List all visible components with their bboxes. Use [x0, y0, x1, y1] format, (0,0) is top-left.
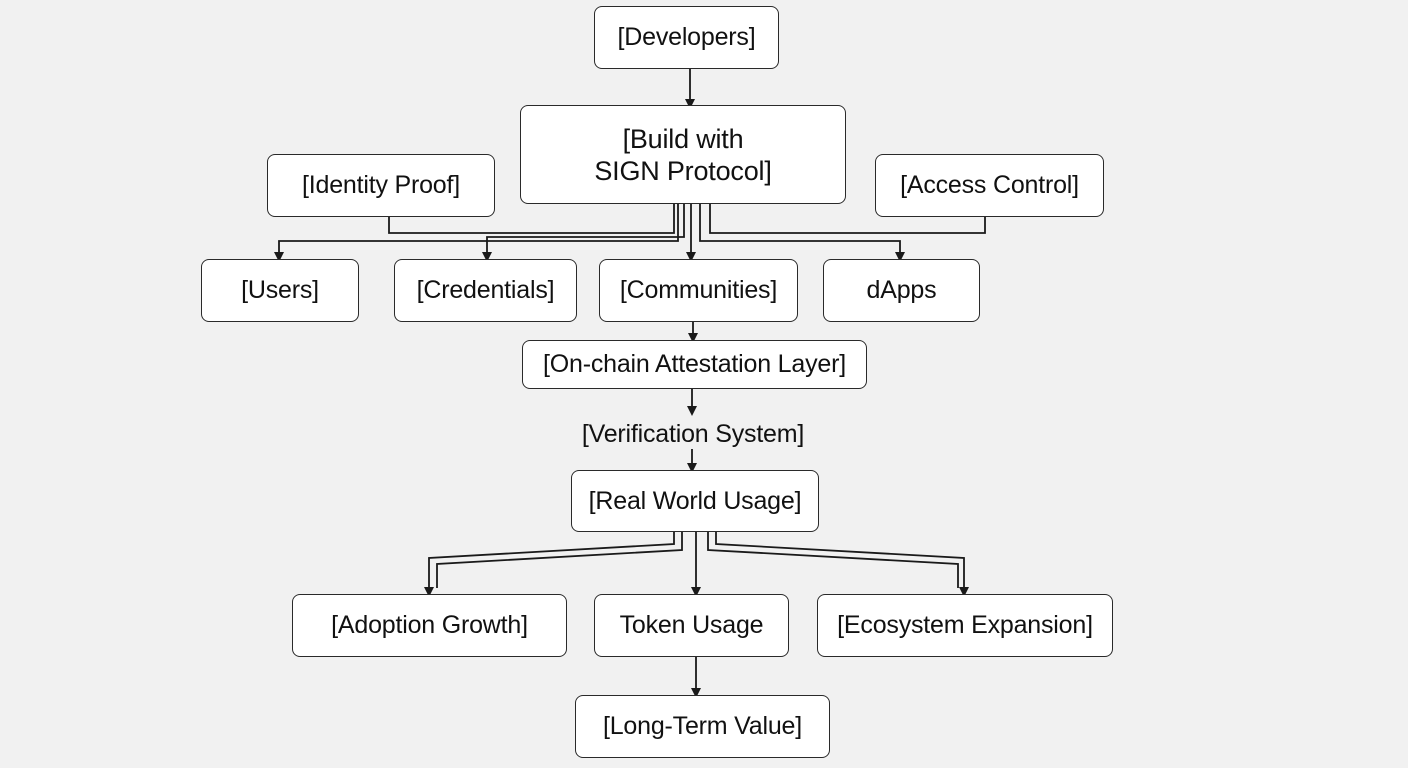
node-long-term-value-label: [Long-Term Value] [602, 712, 803, 740]
connector-access-control [709, 204, 986, 234]
node-build-label-line2: SIGN Protocol] [594, 155, 772, 186]
node-adoption-growth: [Adoption Growth] [292, 594, 567, 657]
node-ecosystem-expansion: [Ecosystem Expansion] [817, 594, 1113, 657]
node-identity-proof: [Identity Proof] [267, 154, 495, 217]
node-on-chain-attestation-layer: [On-chain Attestation Layer] [522, 340, 867, 389]
node-adoption-growth-label: [Adoption Growth] [331, 611, 528, 639]
arrow-usage-to-ecosystem-a [707, 532, 959, 588]
connector-identity-proof [388, 204, 675, 234]
arrow-build-to-credentials [482, 204, 685, 262]
node-long-term-value: [Long-Term Value] [575, 695, 830, 758]
node-token-usage: Token Usage [594, 594, 789, 657]
node-credentials-label: [Credentials] [416, 276, 555, 304]
label-verification-system: [Verification System] [569, 419, 817, 449]
arrow-usage-to-adoption-a [424, 532, 675, 597]
node-real-world-usage-label: [Real World Usage] [588, 486, 802, 515]
node-attestation-label: [On-chain Attestation Layer] [543, 350, 846, 378]
node-access-control: [Access Control] [875, 154, 1104, 217]
node-identity-proof-label: [Identity Proof] [302, 171, 460, 199]
node-developers: [Developers] [594, 6, 779, 69]
arrow-usage-to-adoption-b [436, 532, 683, 588]
node-communities-label: [Communities] [619, 276, 778, 304]
node-communities: [Communities] [599, 259, 798, 322]
node-dapps: dApps [823, 259, 980, 322]
node-access-control-label: [Access Control] [900, 171, 1079, 199]
arrow-build-to-dapps [699, 204, 905, 262]
arrow-usage-to-ecosystem-b [715, 532, 969, 597]
node-build-label-line1: [Build with [622, 123, 744, 154]
node-users: [Users] [201, 259, 359, 322]
node-credentials: [Credentials] [394, 259, 577, 322]
node-build-with-sign-protocol: [Build with SIGN Protocol] [520, 105, 846, 204]
node-dapps-label: dApps [866, 276, 937, 304]
node-real-world-usage: [Real World Usage] [571, 470, 819, 532]
node-developers-label: [Developers] [617, 23, 756, 51]
node-users-label: [Users] [241, 276, 319, 304]
node-ecosystem-expansion-label: [Ecosystem Expansion] [837, 611, 1093, 639]
arrow-build-to-users [274, 204, 679, 262]
node-token-usage-label: Token Usage [619, 611, 764, 639]
